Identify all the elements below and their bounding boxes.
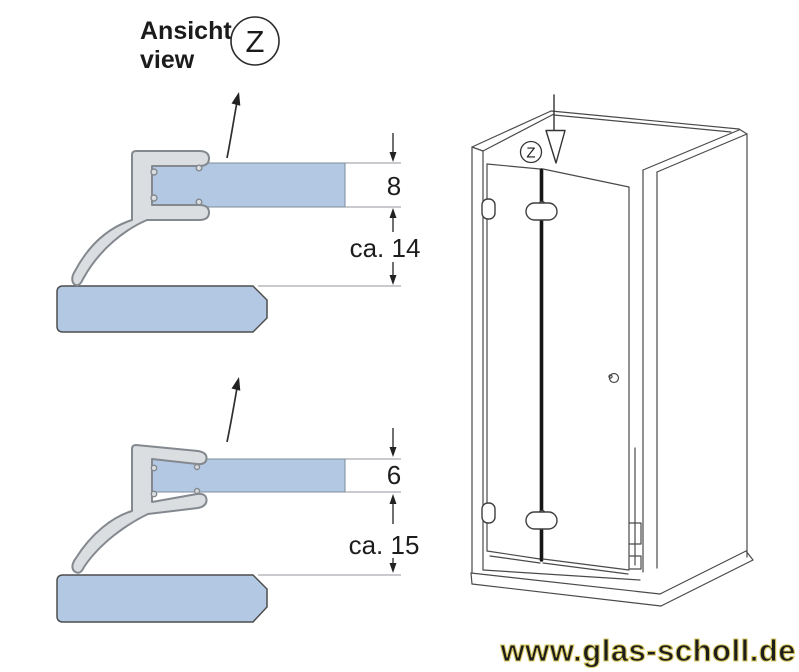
extension-lines [258, 162, 401, 287]
iso-tray [470, 550, 754, 607]
lower-detail-drawing: 6 ca. 15 [56, 377, 420, 623]
dimension-lines [389, 133, 397, 285]
seal-grip-ribs [150, 463, 201, 498]
view-label-block: Ansicht view Z [140, 16, 280, 74]
seal-grip-ribs [150, 164, 203, 206]
detail-marker-small-label: Z [526, 145, 535, 162]
tray-gap-label: ca. 14 [350, 233, 421, 263]
seal-profile [71, 444, 208, 574]
upper-detail-drawing: 8 ca. 14 [56, 92, 421, 333]
back-wall-top-edge [550, 110, 740, 133]
wall-hinge-bottom [481, 502, 496, 524]
swing-arrow [226, 92, 241, 159]
detail-marker-small [519, 140, 543, 164]
view-direction-arrow [545, 94, 566, 164]
view-label-de: Ansicht [140, 17, 232, 45]
detail-marker-big-circle [230, 16, 280, 66]
wall-hinge-top [481, 198, 496, 220]
dimension-lines [389, 428, 397, 573]
fold-hinge-bottom [525, 511, 558, 530]
glass-panel [148, 162, 346, 208]
glass-thickness-label: 6 [387, 460, 401, 490]
extension-lines [258, 458, 401, 576]
view-label-en: view [140, 46, 195, 74]
fold-hinge-top [525, 202, 558, 221]
left-wall [471, 110, 555, 573]
glass-thickness-label: 8 [387, 171, 401, 201]
right-wall [642, 128, 748, 573]
seal-profile [71, 150, 210, 287]
door-left-leaf [486, 163, 541, 564]
hinges [481, 198, 558, 530]
door-knob [608, 372, 620, 384]
swing-arrow [226, 377, 241, 443]
door-right-leaf [542, 168, 642, 575]
detail-marker-big-label: Z [246, 24, 265, 59]
watermark-text: www.glas-scholl.de [499, 633, 796, 668]
glass-panel [148, 458, 346, 493]
tray-gap-label: ca. 15 [349, 530, 420, 560]
iso-shower-drawing [470, 94, 754, 607]
shower-tray [56, 285, 268, 333]
shower-tray [56, 574, 268, 623]
